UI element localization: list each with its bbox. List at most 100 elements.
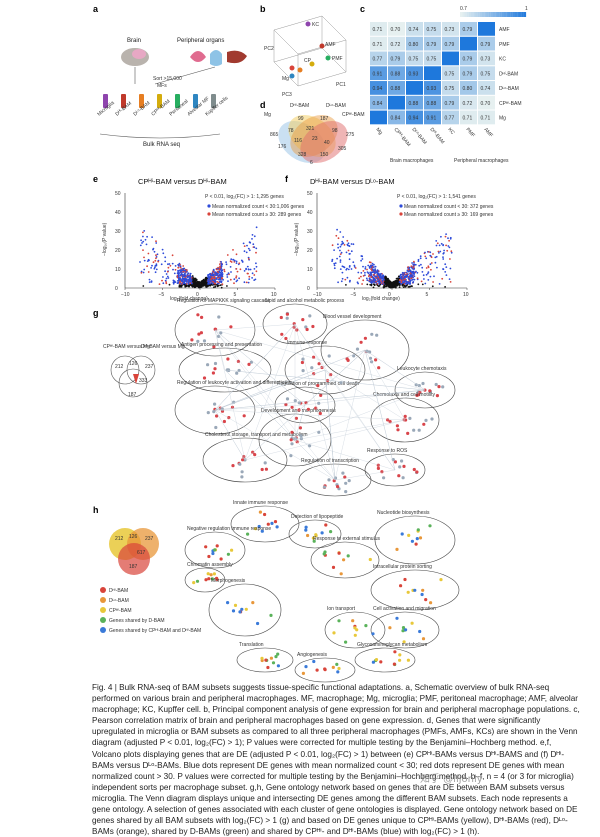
volcano-point (380, 280, 382, 282)
volcano-point (350, 268, 353, 270)
volcano-point (140, 239, 142, 242)
volcano-point (432, 281, 434, 283)
volcano-point (366, 283, 369, 286)
volcano-point (340, 280, 343, 283)
network-node (379, 660, 383, 664)
heatmap-cell (424, 36, 441, 51)
volcano-point (142, 231, 144, 234)
panel-label-e: e (93, 174, 99, 184)
y-tick-label: 50 (307, 191, 313, 197)
panel-label-g: g (93, 308, 99, 318)
venn-g-center (133, 374, 139, 384)
volcano-point (247, 268, 250, 271)
network-node (285, 312, 289, 316)
volcano-point (230, 261, 233, 263)
cluster-label: Response to ROS (367, 448, 408, 454)
network-edge (224, 369, 426, 391)
volcano-point (182, 268, 185, 270)
network-edge (294, 323, 336, 481)
network-node (213, 402, 217, 406)
panel-b-pca: PC2 PC3 PC1 AMF KC PMF CP Mg (264, 15, 347, 98)
cluster-label: Innate immune response (233, 500, 288, 506)
volcano-point (360, 275, 362, 278)
heatmap-value: 0.72 (463, 101, 473, 107)
volcano-point (348, 245, 351, 247)
network-node (393, 460, 397, 464)
heatmap-value: 0.88 (391, 71, 401, 77)
heatmap-value: 0.77 (373, 57, 383, 63)
volcano-point (241, 260, 244, 263)
volcano-point (374, 268, 376, 270)
volcano-point (248, 275, 251, 278)
volcano-e-title: CPᴴⁱ-BAM versus Dᴴⁱ-BAM (138, 177, 227, 186)
cluster-label: Negative regulation immune response (187, 526, 271, 532)
volcano-point (211, 277, 214, 280)
volcano-point (404, 278, 406, 281)
volcano-point (201, 283, 204, 286)
volcano-point (368, 261, 371, 264)
volcano-point (372, 276, 374, 279)
network-node (428, 389, 432, 393)
cluster-outline (184, 531, 246, 569)
volcano-point (174, 265, 177, 267)
network-node (244, 607, 248, 611)
volcano-point (247, 281, 250, 284)
cluster-outline (174, 303, 256, 357)
volcano-point (177, 281, 180, 284)
volcano-point (428, 251, 430, 253)
volcano-point (398, 286, 401, 288)
network-node (322, 485, 327, 489)
volcano-point (437, 250, 440, 253)
network-node (211, 371, 215, 375)
network-node (400, 532, 404, 536)
volcano-point (154, 264, 157, 267)
venn-g-numbers: 212 126 237 333 187 (115, 361, 154, 398)
volcano-point (155, 257, 157, 260)
volcano-point (420, 280, 423, 283)
network-node (241, 458, 245, 462)
network-node (396, 428, 400, 432)
heatmap-col-label: Mg (374, 127, 383, 136)
volcano-point (207, 283, 209, 285)
volcano-point (429, 263, 432, 266)
heatmap-cell (460, 66, 477, 81)
network-edge (244, 323, 296, 461)
volcano-point (435, 244, 438, 247)
heatmap-row-label: Dᴸᵒ-BAM (499, 86, 519, 92)
volcano-point (254, 278, 257, 281)
pca-label-amf: AMF (325, 42, 336, 48)
volcano-point (251, 277, 254, 279)
volcano-point (374, 272, 376, 275)
network-edge (294, 419, 406, 441)
heatmap-cell (406, 51, 423, 66)
colorbar-segment (475, 12, 478, 17)
heatmap-cell (370, 36, 387, 51)
x-tick-label: −5 (351, 292, 357, 298)
volcano-point (369, 272, 372, 275)
volcano-point (166, 270, 169, 273)
network-node (300, 360, 304, 365)
volcano-point (217, 278, 220, 281)
volcano-point (444, 286, 446, 288)
volcano-point (427, 265, 430, 268)
network-edge (214, 329, 426, 391)
venn-g-circle-left (110, 355, 140, 385)
volcano-point (447, 245, 450, 247)
volcano-point (186, 276, 189, 278)
volcano-point (373, 263, 375, 266)
network-node (202, 376, 207, 380)
volcano-point (331, 260, 333, 262)
network-node (421, 637, 426, 641)
volcano-point (235, 268, 238, 270)
network-node (246, 532, 250, 536)
network-node (335, 662, 339, 666)
volcano-point (438, 283, 441, 285)
volcano-point (154, 266, 156, 269)
volcano-point (172, 279, 175, 282)
network-node (342, 558, 346, 562)
volcano-point (233, 278, 236, 281)
colorbar-segment (501, 12, 505, 17)
volcano-point (403, 275, 406, 278)
network-node (233, 603, 238, 607)
